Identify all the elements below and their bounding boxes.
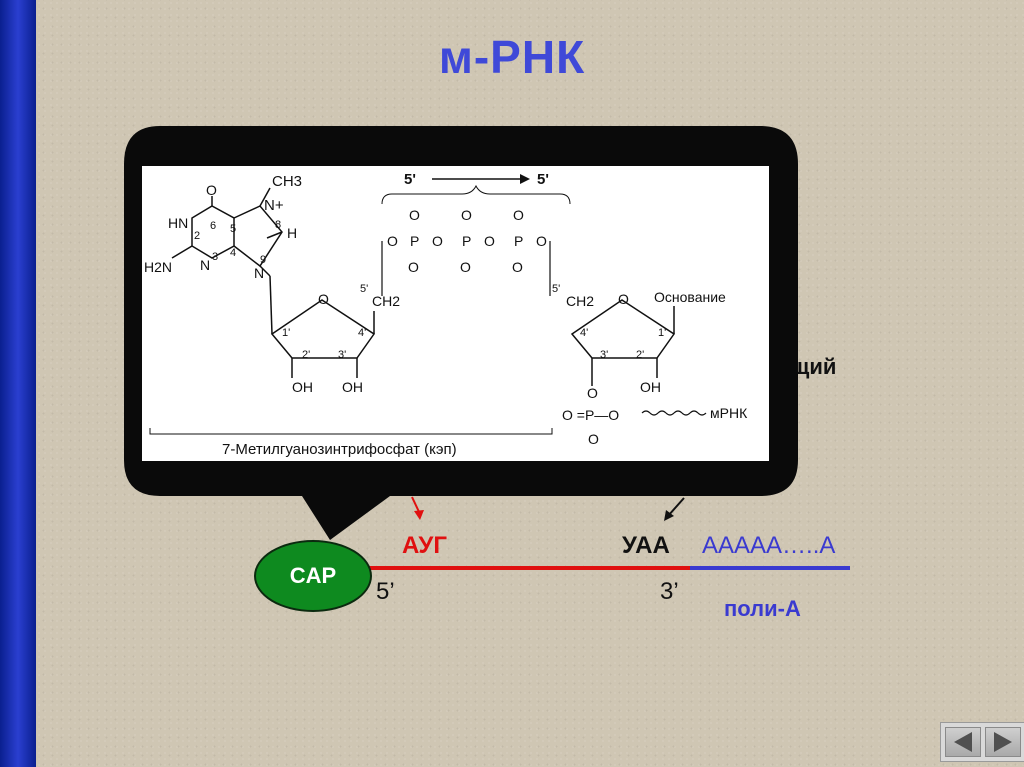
formula-caption: 7-Метилгуанозинтрифосфат (кэп)	[222, 441, 457, 458]
direction-label-right: 5'	[537, 171, 549, 188]
atom-hn: HN	[168, 215, 188, 231]
svg-text:3': 3'	[338, 349, 346, 361]
svg-text:O: O	[408, 259, 419, 275]
atom-o6: O	[206, 182, 217, 198]
stop-arrow-line	[667, 497, 685, 517]
poly-a-label: поли-А	[724, 596, 801, 621]
prev-slide-button[interactable]	[945, 727, 981, 757]
svg-text:O: O	[513, 207, 524, 223]
mrna-tail-label: мРНК	[710, 405, 748, 421]
svg-text:CH2: CH2	[372, 293, 400, 309]
svg-text:P: P	[462, 233, 471, 249]
svg-text:5': 5'	[552, 283, 560, 295]
svg-text:3: 3	[212, 251, 218, 263]
guanine-ring	[171, 187, 283, 277]
svg-text:2: 2	[194, 230, 200, 242]
start-arrowhead	[414, 510, 424, 520]
triphosphate-bracket	[381, 184, 571, 205]
slide-nav	[940, 722, 1024, 762]
svg-text:3': 3'	[600, 349, 608, 361]
n7-label: N+	[264, 197, 284, 214]
svg-text:2': 2'	[302, 349, 310, 361]
direction-arrowhead	[520, 174, 530, 184]
cap-structure-formula: 5' 5' O CH3 N+ HN 6 2 5 4 3 N H2N H 8 9 …	[142, 166, 769, 461]
atom-h2n: H2N	[144, 259, 172, 275]
cap-structure-drawing: 5' 5' O CH3 N+ HN 6 2 5 4 3 N H2N H 8 9 …	[144, 171, 748, 458]
next-slide-button[interactable]	[985, 727, 1021, 757]
caption-bracket	[149, 428, 553, 435]
svg-text:P: P	[514, 233, 523, 249]
cap-label: CAP	[289, 563, 337, 588]
triangle-right-icon	[994, 732, 1012, 752]
svg-text:P: P	[410, 233, 419, 249]
svg-text:4': 4'	[580, 327, 588, 339]
slide-title: м-РНК	[438, 31, 586, 83]
three-prime-label: 3’	[660, 578, 679, 605]
svg-text:5: 5	[230, 223, 236, 235]
svg-text:O: O	[484, 233, 495, 249]
methyl-label: CH3	[272, 173, 302, 190]
svg-text:5': 5'	[360, 283, 368, 295]
right-ribose-ring	[570, 299, 676, 386]
mrna-wavy-tail	[641, 410, 707, 416]
svg-text:H: H	[287, 225, 297, 241]
svg-text:O: O	[512, 259, 523, 275]
left-ribose-ring	[269, 275, 376, 378]
svg-text:O: O	[588, 431, 599, 447]
svg-text:8: 8	[275, 219, 281, 231]
left-accent-bar	[0, 0, 36, 767]
left-2oh: OH	[292, 379, 313, 395]
svg-text:O: O	[387, 233, 398, 249]
atom-n9: N	[254, 265, 264, 281]
svg-text:O: O	[432, 233, 443, 249]
cap-ellipse: CAP	[254, 540, 372, 612]
svg-text:O: O	[409, 207, 420, 223]
left-3oh: OH	[342, 379, 363, 395]
svg-text:CH2: CH2	[566, 293, 594, 309]
svg-text:4: 4	[230, 247, 236, 259]
svg-text:O: O	[587, 385, 598, 401]
svg-text:O: O	[318, 291, 329, 307]
svg-text:6: 6	[210, 220, 216, 232]
five-prime-label: 5’	[376, 578, 395, 605]
stop-arrowhead	[664, 510, 674, 521]
right-2oh: OH	[640, 379, 661, 395]
svg-text:1': 1'	[282, 327, 290, 339]
svg-text:2': 2'	[636, 349, 644, 361]
svg-text:4': 4'	[358, 327, 366, 339]
poly-a-sequence: ААААА…..А	[702, 532, 836, 559]
svg-text:O: O	[461, 207, 472, 223]
svg-text:9: 9	[260, 254, 266, 266]
stop-codon-label: УАА	[622, 532, 670, 559]
direction-label-left: 5'	[404, 171, 416, 188]
start-codon-label: АУГ	[402, 532, 447, 559]
atom-n3: N	[200, 257, 210, 273]
svg-text:1': 1'	[658, 327, 666, 339]
svg-text:O: O	[536, 233, 547, 249]
triangle-left-icon	[954, 732, 972, 752]
base-label: Основание	[654, 289, 726, 305]
svg-text:O: O	[618, 291, 629, 307]
svg-text:O: O	[460, 259, 471, 275]
svg-text:O =P—O: O =P—O	[562, 407, 619, 423]
